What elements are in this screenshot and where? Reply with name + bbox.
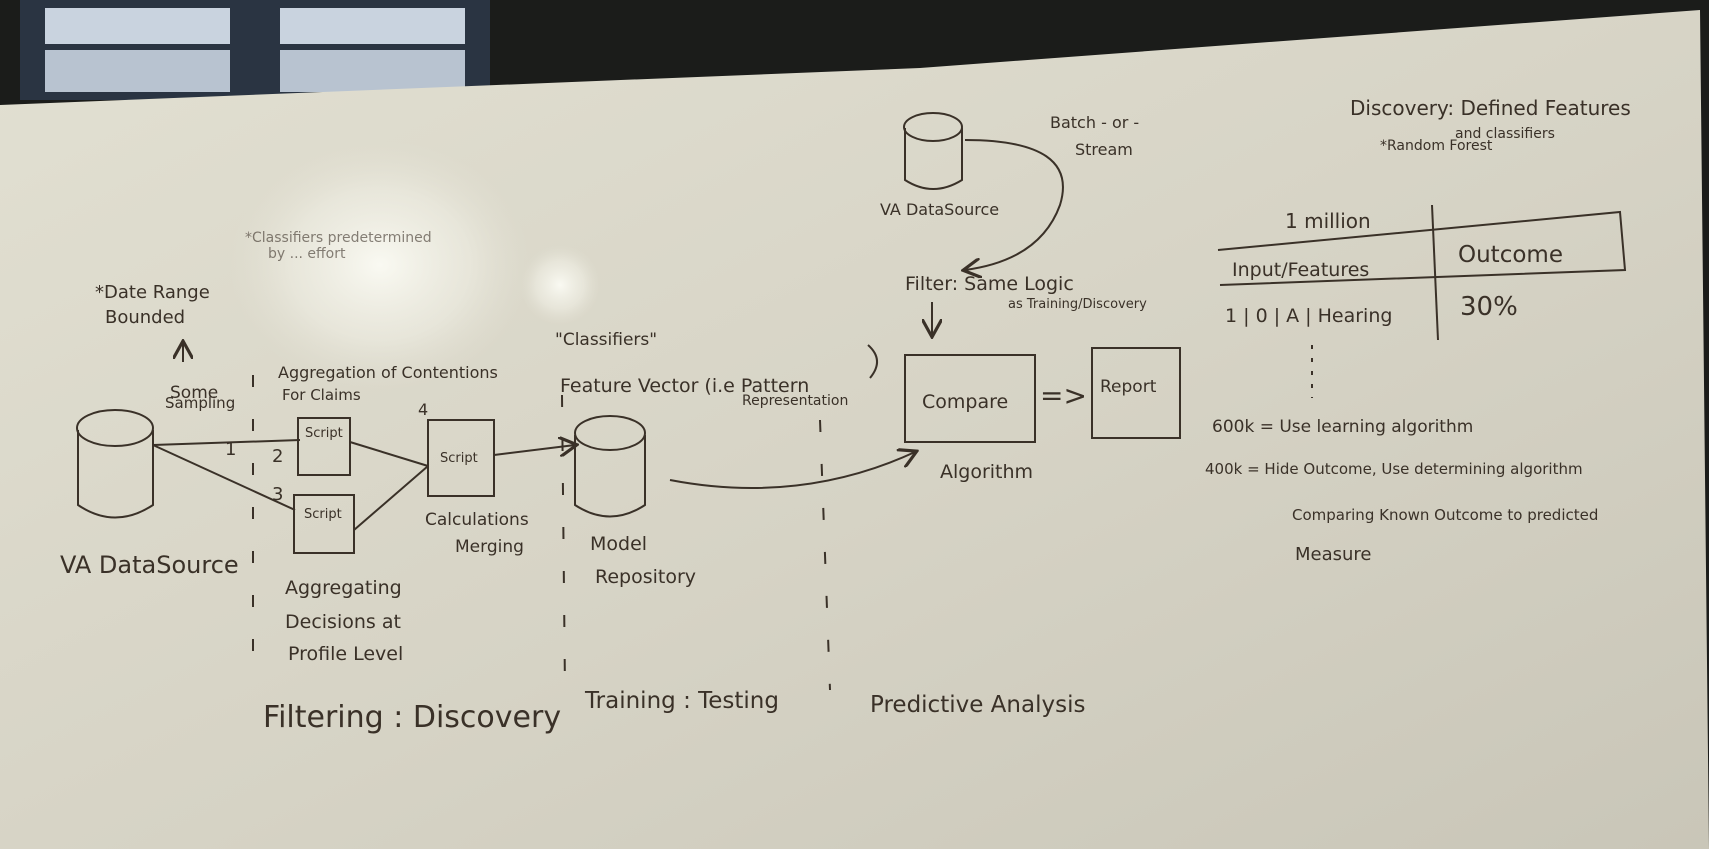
phase-predictive: Predictive Analysis	[870, 692, 1085, 718]
note-aggregation-title: Aggregation of Contentions	[278, 363, 498, 382]
script-box-1	[297, 417, 351, 476]
report-label: Report	[1100, 377, 1157, 397]
side-note-1: 600k = Use learning algorithm	[1212, 417, 1473, 437]
window	[20, 0, 490, 100]
va-datasource-top-cylinder	[903, 112, 963, 190]
phase-divider-3	[819, 419, 831, 691]
phase-training: Training : Testing	[584, 688, 779, 714]
aggregating-line-1: Aggregating	[285, 577, 402, 599]
calc-line-1: Calculations	[425, 510, 529, 530]
va-datasource-cylinder	[76, 409, 154, 519]
side-note-4: Measure	[1295, 544, 1372, 565]
note-stream: Stream	[1075, 140, 1133, 159]
aggregating-line-2: Decisions at	[285, 611, 401, 633]
calc-line-2: Merging	[455, 537, 524, 557]
compare-arrow: =>	[1040, 379, 1087, 412]
note-discovery-2: and classifiers	[1455, 126, 1555, 142]
label-n1: 1	[225, 439, 236, 460]
label-n4: 4	[418, 400, 428, 419]
model-repo-line-2: Repository	[595, 566, 696, 588]
note-filter: Filter: Same Logic	[905, 273, 1074, 295]
table-header-outcome: Outcome	[1458, 242, 1563, 268]
note-date-range-2: Bounded	[105, 307, 185, 328]
table-row-outcome: 30%	[1460, 292, 1518, 322]
side-note-2: 400k = Hide Outcome, Use determining alg…	[1205, 460, 1583, 478]
note-filter-2: as Training/Discovery	[1008, 297, 1147, 312]
script-box-2-label: Script	[304, 507, 342, 522]
compare-box	[904, 354, 1036, 443]
note-classifiers-predetermined-2: by ... effort	[268, 246, 346, 262]
script-box-1-label: Script	[305, 426, 343, 441]
model-repo-line-1: Model	[590, 533, 647, 555]
table-top-label: 1 million	[1285, 209, 1371, 233]
side-note-3: Comparing Known Outcome to predicted	[1292, 506, 1598, 524]
script-box-2	[293, 494, 355, 554]
note-aggregation-title-2: For Claims	[282, 386, 361, 404]
note-discovery: Discovery: Defined Features	[1350, 96, 1631, 120]
note-batch: Batch - or -	[1050, 113, 1139, 132]
note-classifiers-predetermined: *Classifiers predetermined	[245, 230, 432, 246]
note-representation: Representation	[742, 393, 848, 409]
aggregating-line-3: Profile Level	[288, 643, 403, 665]
note-feature-vector: Feature Vector (i.e Pattern	[560, 375, 809, 397]
model-repository-cylinder	[574, 415, 646, 518]
label-va-datasource: VA DataSource	[60, 551, 239, 579]
table-row-features: 1 | 0 | A | Hearing	[1225, 305, 1392, 327]
light-glare	[230, 140, 530, 390]
label-va-datasource-top: VA DataSource	[880, 200, 999, 219]
light-glare-2	[520, 245, 600, 325]
algorithm-label: Algorithm	[940, 461, 1033, 483]
label-n3: 3	[272, 484, 283, 505]
note-date-range: *Date Range	[95, 282, 210, 303]
label-n2: 2	[272, 446, 283, 467]
aggregating-notes: Aggregating Decisions at Profile Level	[285, 577, 403, 665]
phase-divider-2	[561, 394, 566, 691]
note-some-sampling: Some	[170, 383, 218, 403]
features-table	[1217, 204, 1627, 341]
script-box-3	[427, 419, 495, 497]
script-box-3-label: Script	[440, 451, 478, 466]
report-box	[1091, 347, 1181, 439]
note-discovery-3: *Random Forest	[1380, 138, 1493, 154]
compare-label: Compare	[922, 391, 1008, 413]
table-header-features: Input/Features	[1232, 259, 1369, 281]
phase-filtering: Filtering : Discovery	[263, 700, 561, 735]
note-classifiers-quote: "Classifiers"	[555, 330, 657, 350]
note-some-sampling-2: Sampling	[165, 394, 235, 412]
